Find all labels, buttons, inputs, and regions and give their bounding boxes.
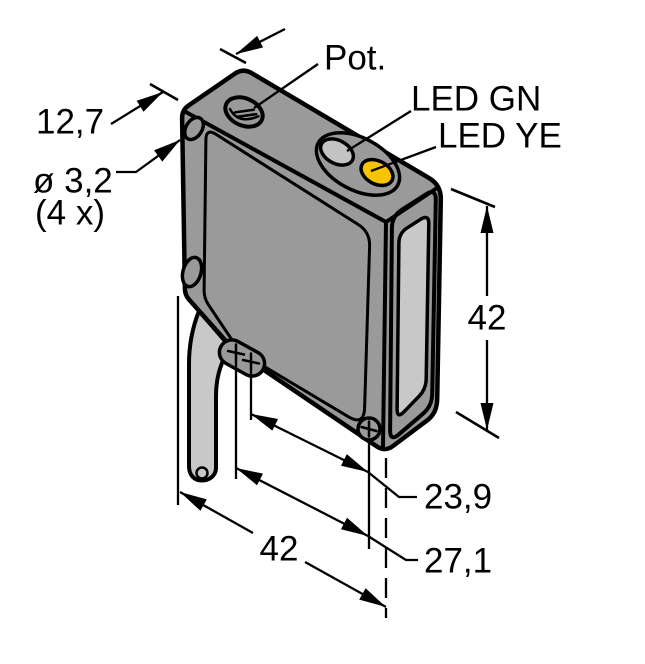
dim-depth-label: 12,7 xyxy=(36,103,104,142)
pot-leader xyxy=(253,63,319,109)
pot-label: Pot. xyxy=(324,39,386,78)
dim-width-label: 42 xyxy=(260,530,299,569)
dim-height-tick-top xyxy=(450,187,496,209)
led-green xyxy=(318,137,356,167)
dim-depth-arrow-left-head xyxy=(136,92,163,112)
dim-width-head-left xyxy=(180,492,207,511)
dim-depth-tick-left xyxy=(149,82,179,102)
led-gn-label: LED GN xyxy=(411,80,541,119)
optical-window-frame xyxy=(388,190,438,440)
pot-hole xyxy=(223,95,265,129)
dim-screw-spacing-leader xyxy=(367,471,417,499)
dim-hole-count-label: (4 x) xyxy=(35,194,105,233)
led-gn-leader xyxy=(346,110,412,152)
dim-hole-spacing-head-left xyxy=(236,468,263,486)
corner-screw-cross xyxy=(360,420,378,438)
dim-hole-arrow-head xyxy=(154,140,180,162)
dim-screw-spacing-label: 23,9 xyxy=(424,478,492,517)
front-right-edge xyxy=(381,220,388,449)
dim-hole-spacing-leader xyxy=(367,535,418,562)
mounting-hole-middle xyxy=(180,255,204,289)
led-ye-leader xyxy=(370,145,437,173)
pot-hole-slot xyxy=(228,107,260,121)
dim-depth-arrow-right-head xyxy=(236,35,264,54)
dim-width-head-right xyxy=(359,588,386,607)
dim-height-tick-bottom xyxy=(455,410,500,440)
dim-hole-spacing-label: 27,1 xyxy=(424,542,492,581)
top-face-near-edge xyxy=(182,109,388,224)
mounting-hole-top xyxy=(182,115,206,142)
dim-height-label: 42 xyxy=(468,299,507,338)
led-ye-label: LED YE xyxy=(438,117,562,156)
dim-height-arrow-down xyxy=(480,403,494,430)
screw-cross-left xyxy=(226,343,246,362)
dim-depth-tick-right xyxy=(219,47,247,65)
dim-hole-label: ø 3,2 xyxy=(33,162,113,201)
screw-cross-right xyxy=(241,352,261,371)
dim-screw-spacing-head-right xyxy=(341,454,368,472)
dimension-annotations: 12,7 ø 3,2 (4 x) Pot. LED GN LED YE 42 2… xyxy=(33,27,562,618)
sensor-illustration xyxy=(179,68,444,483)
dim-hole-spacing-head-right xyxy=(341,517,368,536)
cable-end-cap-detail xyxy=(195,466,209,480)
optical-window xyxy=(395,215,431,417)
dim-screw-spacing-head-left xyxy=(251,414,279,431)
dim-height-arrow-up xyxy=(480,206,494,233)
